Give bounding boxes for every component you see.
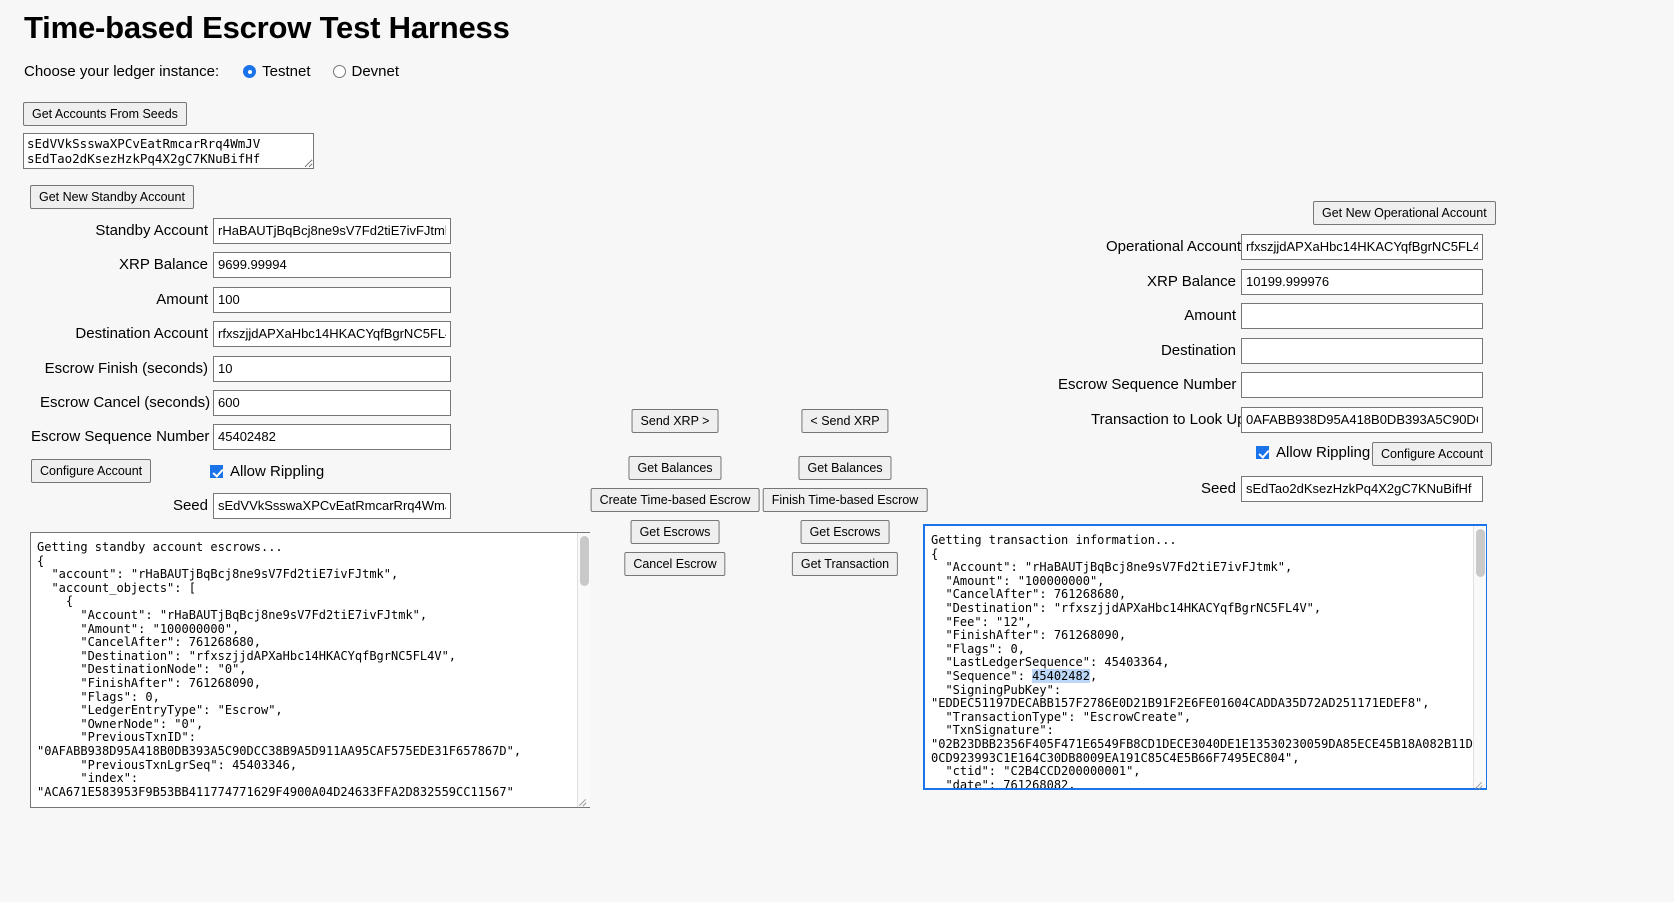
standby-seed-input[interactable] <box>213 492 451 519</box>
field-operational-xrp-balance: XRP Balance <box>1106 268 1483 295</box>
field-standby-xrp-balance: XRP Balance <box>60 251 451 278</box>
seeds-textarea[interactable]: sEdVVkSsswaXPCvEatRmcarRrq4WmJV sEdTao2d… <box>23 133 314 169</box>
operational-xrp-balance-input[interactable] <box>1241 268 1483 295</box>
standby-get-balances-button[interactable]: Get Balances <box>628 456 722 480</box>
standby-results-textarea[interactable]: Getting standby account escrows... { "ac… <box>30 532 590 808</box>
operational-destination-input[interactable] <box>1241 337 1483 364</box>
ledger-instance-label: Choose your ledger instance: <box>24 63 220 80</box>
send-xrp-left-button[interactable]: < Send XRP <box>801 409 889 433</box>
operational-seed-input[interactable] <box>1241 475 1483 502</box>
field-transaction-to-look-up: Transaction to Look Up <box>1091 406 1483 433</box>
standby-allow-rippling-toggle[interactable]: Allow Rippling <box>210 463 324 480</box>
finish-time-based-escrow-button[interactable]: Finish Time-based Escrow <box>762 488 928 512</box>
field-standby-escrow-sequence-number: Escrow Sequence Number <box>31 423 451 450</box>
field-operational-seed: Seed <box>1148 475 1483 502</box>
operational-allow-rippling-label: Allow Rippling <box>1276 444 1371 461</box>
field-standby-account: Standby Account <box>60 217 451 244</box>
operational-results-scrollbar[interactable] <box>1473 526 1486 788</box>
field-standby-amount: Amount <box>60 286 451 313</box>
field-operational-seed-label: Seed <box>1200 480 1236 497</box>
field-transaction-to-look-up-label: Transaction to Look Up <box>1091 411 1246 428</box>
operational-results-scroll-thumb[interactable] <box>1476 529 1485 577</box>
field-operational-amount: Amount <box>1106 302 1483 329</box>
field-operational-amount-label: Amount <box>1184 307 1236 324</box>
send-xrp-right-button[interactable]: Send XRP > <box>631 409 719 433</box>
field-standby-escrow-sequence-number-label: Escrow Sequence Number <box>31 428 210 445</box>
field-standby-xrp-balance-label: XRP Balance <box>119 256 208 273</box>
standby-account-input[interactable] <box>213 217 451 244</box>
standby-allow-rippling-label: Allow Rippling <box>230 463 325 480</box>
standby-results-scroll-thumb[interactable] <box>580 536 589 586</box>
radio-option-devnet[interactable]: Devnet <box>332 63 400 80</box>
escrow-cancel-seconds-input[interactable] <box>213 389 451 416</box>
get-accounts-from-seeds-button[interactable]: Get Accounts From Seeds <box>23 102 187 126</box>
standby-amount-input[interactable] <box>213 286 451 313</box>
field-standby-account-label: Standby Account <box>95 222 208 239</box>
field-operational-destination: Destination <box>1106 337 1483 364</box>
create-time-based-escrow-button[interactable]: Create Time-based Escrow <box>590 488 760 512</box>
operational-escrow-sequence-number-input[interactable] <box>1241 371 1483 398</box>
field-escrow-finish-seconds: Escrow Finish (seconds) <box>43 355 451 382</box>
standby-destination-account-input[interactable] <box>213 320 451 347</box>
get-transaction-button[interactable]: Get Transaction <box>791 552 899 576</box>
standby-get-escrows-button[interactable]: Get Escrows <box>630 520 720 544</box>
operational-get-escrows-button[interactable]: Get Escrows <box>800 520 890 544</box>
standby-escrow-sequence-number-input[interactable] <box>213 423 451 450</box>
operational-amount-input[interactable] <box>1241 302 1483 329</box>
operational-results-text-before: Getting transaction information... { "Ac… <box>931 533 1322 683</box>
operational-allow-rippling-checkbox-icon[interactable] <box>1256 446 1269 459</box>
radio-option-testnet[interactable]: Testnet <box>243 63 311 80</box>
operational-results-textarea[interactable]: Getting transaction information... { "Ac… <box>923 524 1487 790</box>
get-new-operational-account-button[interactable]: Get New Operational Account <box>1313 201 1496 225</box>
get-new-standby-account-button[interactable]: Get New Standby Account <box>30 185 194 209</box>
radio-devnet-label: Devnet <box>351 63 400 80</box>
page-title: Time-based Escrow Test Harness <box>24 10 510 45</box>
field-operational-account: Operational Account <box>1106 233 1483 260</box>
field-escrow-finish-seconds-label: Escrow Finish (seconds) <box>44 360 208 377</box>
field-standby-seed: Seed <box>113 492 451 519</box>
field-operational-destination-label: Destination <box>1160 342 1236 359</box>
field-operational-escrow-sequence-number: Escrow Sequence Number <box>1058 371 1483 398</box>
cancel-escrow-button[interactable]: Cancel Escrow <box>624 552 726 576</box>
radio-devnet-icon[interactable] <box>332 65 346 78</box>
radio-testnet-icon[interactable] <box>243 65 257 78</box>
field-operational-escrow-sequence-number-label: Escrow Sequence Number <box>1058 376 1237 393</box>
field-standby-destination-account-label: Destination Account <box>75 325 208 342</box>
field-escrow-cancel-seconds: Escrow Cancel (seconds) <box>40 389 451 416</box>
operational-results-text-after: , "SigningPubKey": "EDDEC51197DECABB157F… <box>931 668 1487 790</box>
operational-results-selection: 45402482 <box>1032 668 1090 683</box>
field-operational-account-label: Operational Account <box>1106 238 1242 255</box>
operational-get-balances-button[interactable]: Get Balances <box>798 456 892 480</box>
field-standby-amount-label: Amount <box>156 291 208 308</box>
field-standby-seed-label: Seed <box>172 497 208 514</box>
standby-allow-rippling-checkbox-icon[interactable] <box>210 465 223 478</box>
standby-configure-account-button[interactable]: Configure Account <box>31 459 152 483</box>
operational-account-input[interactable] <box>1241 233 1483 260</box>
operational-allow-rippling-toggle[interactable]: Allow Rippling <box>1256 444 1370 461</box>
radio-testnet-label: Testnet <box>262 63 311 80</box>
operational-configure-account-button[interactable]: Configure Account <box>1372 442 1493 466</box>
transaction-to-look-up-input[interactable] <box>1241 406 1483 433</box>
field-standby-destination-account: Destination Account <box>60 320 451 347</box>
field-operational-xrp-balance-label: XRP Balance <box>1147 273 1236 290</box>
ledger-instance-chooser: Choose your ledger instance: Testnet Dev… <box>24 63 421 80</box>
standby-results-scrollbar[interactable] <box>577 533 590 807</box>
escrow-finish-seconds-input[interactable] <box>213 355 451 382</box>
field-escrow-cancel-seconds-label: Escrow Cancel (seconds) <box>40 394 211 411</box>
standby-xrp-balance-input[interactable] <box>213 251 451 278</box>
